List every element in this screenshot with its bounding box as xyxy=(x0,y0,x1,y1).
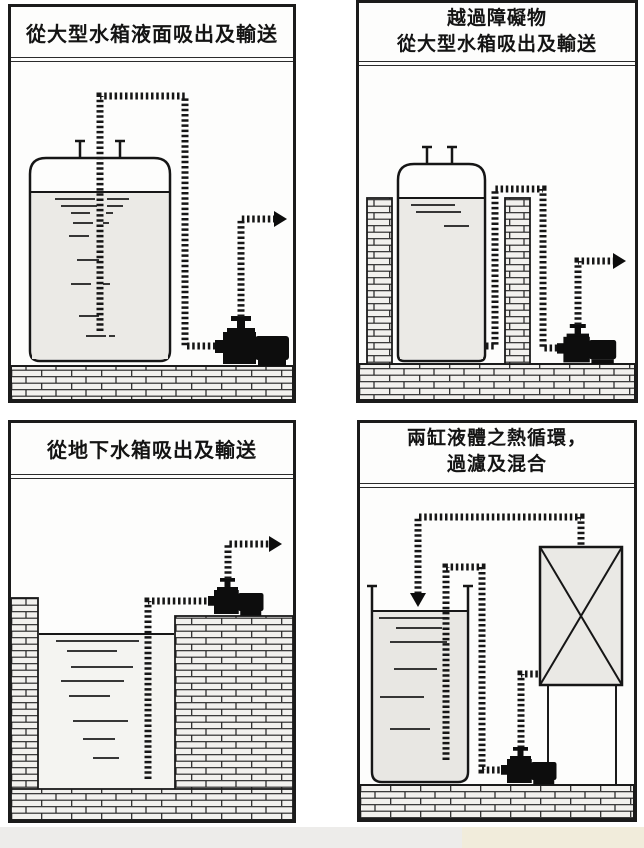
pit-water xyxy=(38,634,175,789)
diagram-circulation-two-tanks xyxy=(360,513,634,819)
panel-title-line: 從大型水箱液面吸出及輸送 xyxy=(26,23,278,46)
pump-icon xyxy=(215,316,289,366)
suction-pipe-over-obstacle xyxy=(486,185,559,352)
page-margin-patch xyxy=(462,827,644,848)
panel-thermal-circulation-filtration-mixing: 兩缸液體之熱循環， 過濾及混合 xyxy=(357,420,637,822)
brick-pump-platform xyxy=(174,615,293,820)
title-separator xyxy=(11,57,293,62)
underground-water xyxy=(39,633,174,759)
panel-title: 從大型水箱液面吸出及輸送 xyxy=(11,7,293,57)
flow-arrow-right-icon xyxy=(269,536,282,552)
flow-arrow-right-icon xyxy=(274,211,287,227)
tank-vent-nozzles xyxy=(75,139,125,159)
brick-floor xyxy=(360,784,634,819)
title-separator xyxy=(359,61,635,66)
tank-vent-nozzles xyxy=(422,145,457,165)
brick-floor xyxy=(11,365,293,400)
exchanger-x-cross xyxy=(539,546,623,686)
discharge-pipe xyxy=(517,670,541,748)
flow-arrow-right-icon xyxy=(613,253,626,269)
brick-masonry xyxy=(11,597,293,820)
liquid-surface-dashes xyxy=(55,198,129,337)
diagram-over-obstacle-suction xyxy=(359,145,635,400)
title-separator xyxy=(360,483,634,488)
discharge-pipe xyxy=(574,257,613,325)
suction-pipe xyxy=(442,563,503,774)
diagram-large-tank-surface-suction xyxy=(11,92,293,400)
brick-pit-bottom xyxy=(11,788,293,820)
title-separator xyxy=(11,474,293,479)
liquid-surface-dashes xyxy=(411,204,469,227)
exchanger-stand xyxy=(547,684,617,786)
discharge-pipe xyxy=(224,540,269,579)
large-storage-tank xyxy=(396,145,487,363)
panel-title-line: 越過障礙物 xyxy=(446,8,547,29)
panel-over-obstacle-suction-from-large-tank: 越過障礙物 從大型水箱吸出及輸送 xyxy=(356,0,638,403)
brick-floor xyxy=(359,363,635,400)
panel-title-line: 兩缸液體之熱循環， xyxy=(406,428,587,449)
water-surface-dashes xyxy=(56,640,139,759)
brick-obstacle-wall xyxy=(504,197,531,365)
flow-arrow-down-icon xyxy=(410,593,426,607)
panel-title: 越過障礙物 從大型水箱吸出及輸送 xyxy=(359,3,635,61)
pump-icon xyxy=(208,578,264,616)
diagram-underground-tank-suction xyxy=(11,536,293,820)
return-pipe xyxy=(414,513,585,594)
open-vat-tank xyxy=(367,584,473,784)
discharge-pipe xyxy=(237,215,274,317)
pump-icon xyxy=(557,324,617,364)
pump-icon xyxy=(501,747,557,785)
tank-liquid xyxy=(400,199,483,359)
brick-wall-left xyxy=(11,597,39,820)
suction-pipe xyxy=(144,597,210,779)
panel-title-line: 從大型水箱吸出及輸送 xyxy=(396,34,597,55)
brick-wall-left xyxy=(366,197,393,365)
panel-title: 從地下水箱吸出及輸送 xyxy=(11,423,293,474)
panel-title-line: 過濾及混合 xyxy=(446,454,547,475)
tank-liquid xyxy=(32,193,168,359)
suction-pipe xyxy=(96,92,217,350)
vat-liquid xyxy=(374,612,466,780)
panel-title: 兩缸液體之熱循環， 過濾及混合 xyxy=(360,423,634,481)
heat-exchanger-filter-box xyxy=(538,545,624,786)
panel-suction-from-surface-of-large-tank: 從大型水箱液面吸出及輸送 xyxy=(8,4,296,403)
panel-suction-from-underground-tank: 從地下水箱吸出及輸送 xyxy=(8,420,296,823)
panel-title-line: 從地下水箱吸出及輸送 xyxy=(47,440,257,462)
liquid-surface-dashes xyxy=(379,617,448,730)
